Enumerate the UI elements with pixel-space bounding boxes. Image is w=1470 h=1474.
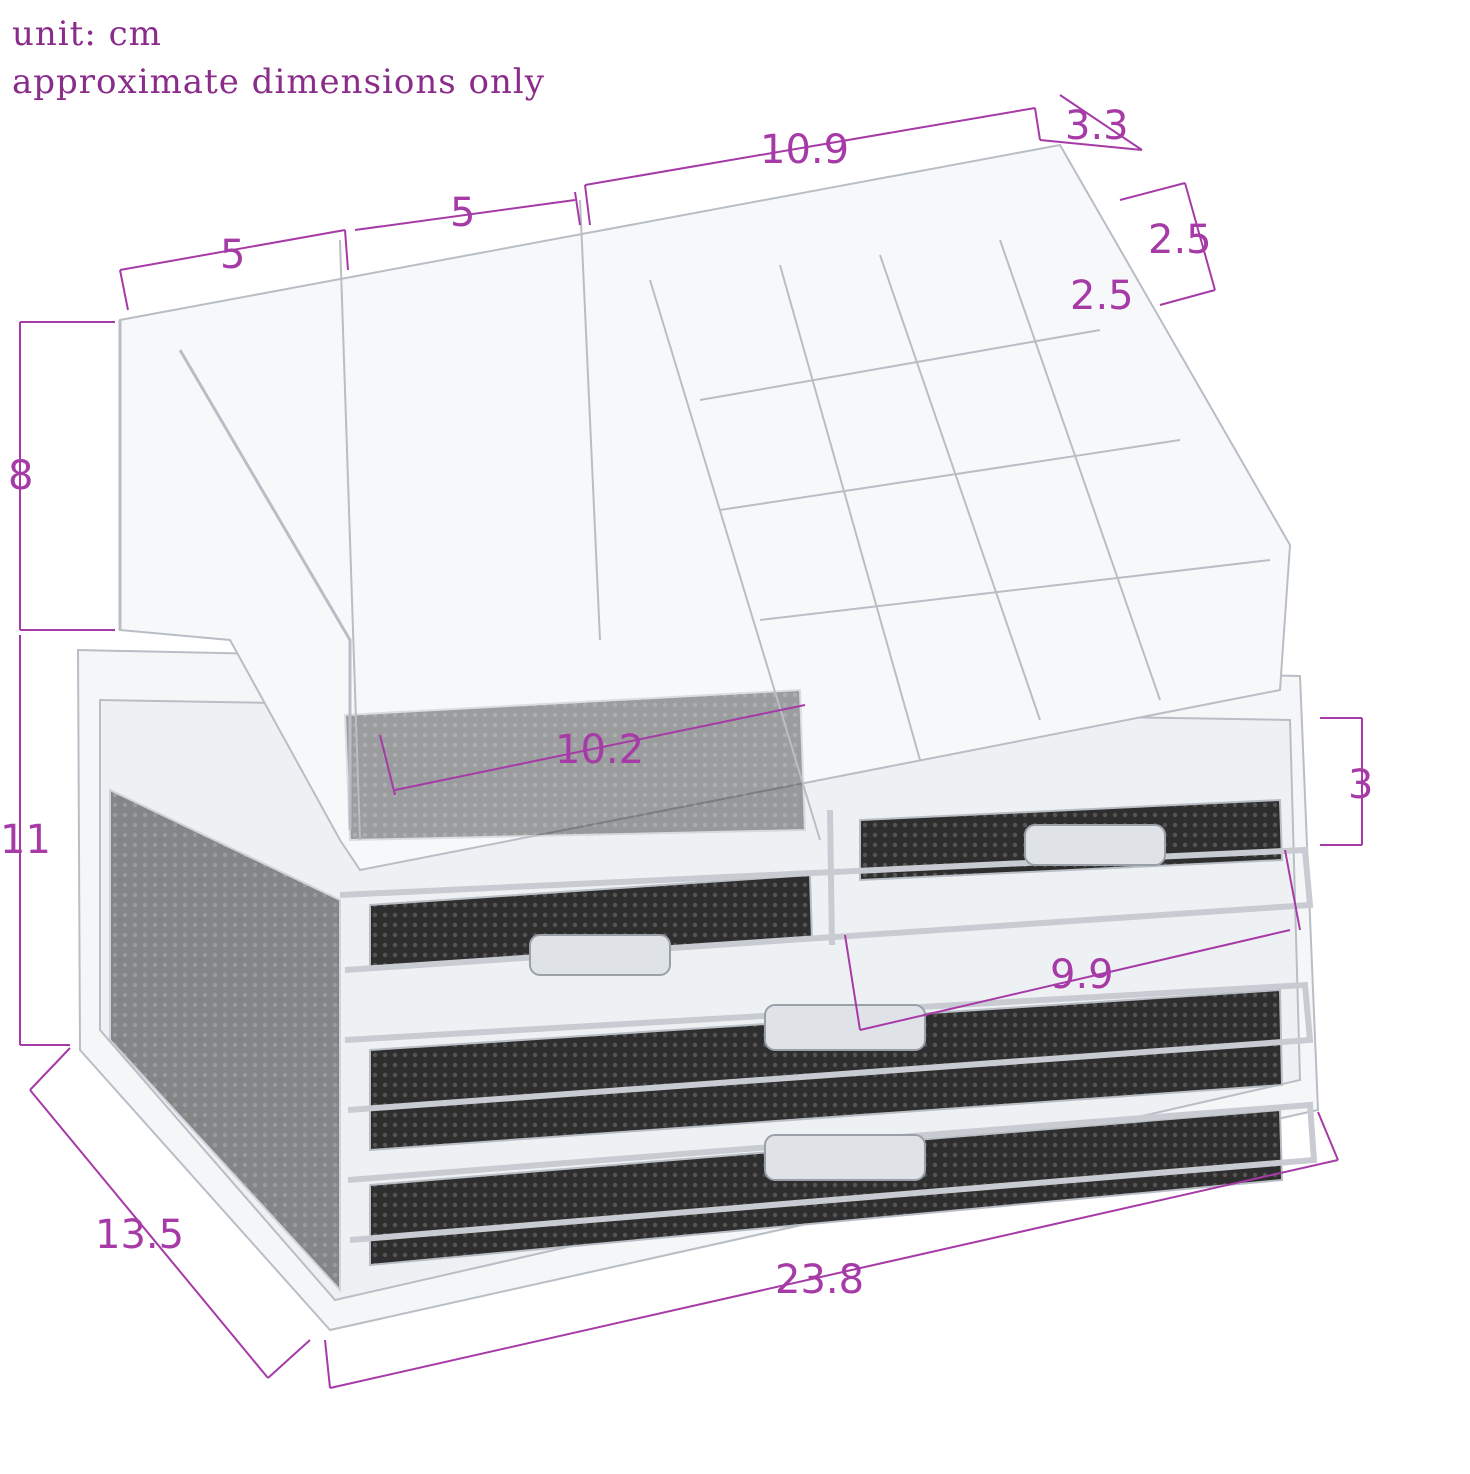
dimension-label: 10.2 (555, 727, 645, 773)
dimension-label: 23.8 (775, 1257, 865, 1303)
dimension-label: 13.5 (95, 1212, 185, 1258)
dimension-label: 9.9 (1050, 952, 1114, 998)
dimension-label: 8 (8, 453, 34, 499)
dimension-label: 3.3 (1065, 103, 1129, 149)
dimension-label: 5 (450, 190, 476, 236)
dimension-label: 10.9 (760, 127, 850, 173)
dimension-label: 2.5 (1148, 217, 1212, 263)
dimension-label: 5 (220, 232, 246, 278)
dimension-lines (19, 94, 1363, 1389)
unit-note: unit: cm (12, 14, 162, 54)
dimension-label: 11 (0, 817, 51, 863)
top-organizer (118, 143, 1292, 872)
approximation-note: approximate dimensions only (12, 62, 545, 102)
dimension-label: 2.5 (1070, 273, 1134, 319)
dimension-label: 3 (1348, 762, 1374, 808)
